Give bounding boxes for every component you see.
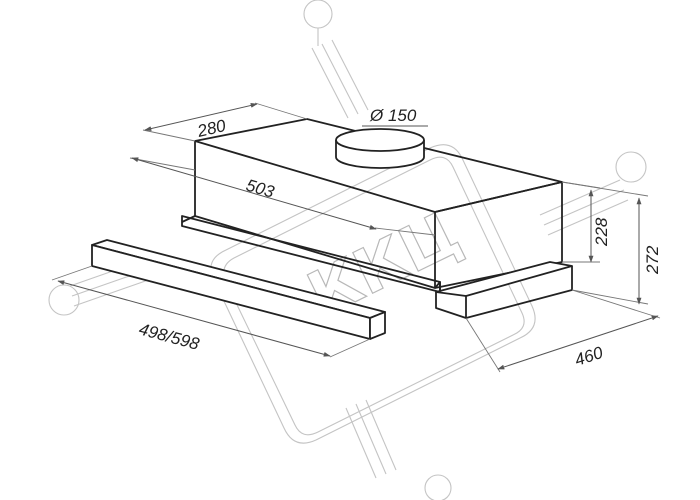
dim-line-280 [144, 103, 258, 131]
label-width-inner: 503 [244, 176, 277, 202]
label-width-front: 498/598 [137, 320, 202, 354]
label-height-body: 228 [592, 217, 611, 247]
dim-line-503 [131, 157, 377, 230]
extension-lines [51, 102, 661, 373]
duct-outlet [335, 128, 425, 169]
watermark-bottom-strap [345, 399, 452, 500]
label-depth-top: 280 [195, 116, 228, 141]
dimension-lines [57, 103, 659, 370]
label-height-total: 272 [643, 245, 662, 275]
dim-line-460 [497, 315, 659, 370]
label-duct-diameter: Ø 150 [369, 106, 417, 125]
panel-end [369, 311, 386, 340]
duct-opening [335, 128, 425, 152]
side-bracket [435, 261, 573, 319]
watermark-top-strap [303, 0, 369, 119]
dim-line-498-598 [57, 280, 331, 357]
bracket-front [435, 292, 467, 319]
label-depth-total: 460 [572, 343, 605, 370]
panel-slot [434, 281, 441, 292]
